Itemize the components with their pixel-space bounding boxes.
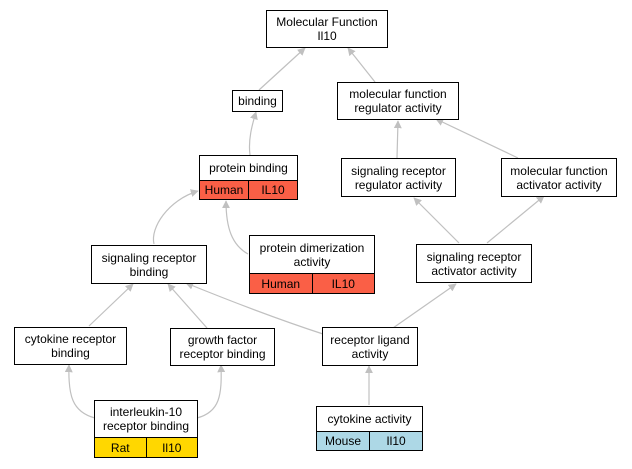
node-label-line1: signaling receptor bbox=[101, 250, 197, 265]
node-label-line2: binding bbox=[129, 264, 169, 279]
node-binding[interactable]: binding bbox=[232, 90, 283, 112]
node-label-line2: regulator activity bbox=[354, 101, 442, 115]
node-label-line1: binding bbox=[238, 94, 277, 108]
gene-cell: IL10 bbox=[311, 274, 375, 293]
node-protein-binding[interactable]: protein binding Human IL10 bbox=[199, 155, 298, 200]
gene-cell: Il10 bbox=[145, 438, 198, 457]
node-cytokine-activity[interactable]: cytokine activity Mouse Il10 bbox=[316, 406, 423, 451]
node-label-line1: Molecular Function bbox=[276, 15, 378, 29]
edge-crb-to-srb bbox=[88, 283, 134, 327]
node-receptor-ligand-activity[interactable]: receptor ligand activity bbox=[322, 327, 418, 366]
edge-srra-to-mfra bbox=[393, 120, 402, 159]
node-label-line2: activity bbox=[293, 254, 331, 269]
node-label-line1: molecular function bbox=[349, 87, 447, 101]
annotation-row: Rat Il10 bbox=[95, 437, 197, 457]
node-label-line1: cytokine receptor bbox=[24, 332, 117, 346]
edge-gfrb-to-srb bbox=[167, 283, 208, 329]
edge-srb-to-protein-binding bbox=[152, 189, 199, 245]
edge-il10rb-to-crb bbox=[64, 364, 96, 419]
node-label-line1: protein binding bbox=[209, 161, 288, 175]
species-cell: Human bbox=[261, 276, 301, 291]
edge-mfaa-to-mfra bbox=[435, 118, 519, 159]
node-label-line1: molecular function bbox=[510, 163, 608, 178]
edge-sraa-to-mfaa bbox=[486, 195, 545, 244]
node-label-line2: activator activity bbox=[516, 177, 602, 192]
node-label-line2: activity bbox=[351, 346, 389, 361]
node-label-line1: receptor ligand bbox=[330, 332, 410, 347]
edge-rla-to-sraa bbox=[392, 283, 457, 329]
gene-cell: Il10 bbox=[369, 432, 422, 450]
edge-binding-to-root bbox=[258, 47, 306, 91]
node-protein-dimerization-activity[interactable]: protein dimerization activity Human IL10 bbox=[249, 235, 375, 294]
node-label-line2: regulator activity bbox=[354, 177, 443, 192]
node-signaling-receptor-binding[interactable]: signaling receptor binding bbox=[91, 245, 207, 284]
edge-protein-binding-to-binding bbox=[248, 111, 258, 156]
node-label-line2: receptor binding bbox=[102, 419, 190, 433]
species-cell: Rat bbox=[110, 440, 130, 455]
node-label-line1: interleukin-10 bbox=[109, 405, 183, 419]
edge-sraa-to-srra bbox=[413, 197, 460, 244]
edge-rla-to-srb bbox=[185, 282, 324, 335]
node-mf-regulator-activity[interactable]: molecular function regulator activity bbox=[337, 82, 459, 120]
gene-cell: IL10 bbox=[248, 181, 297, 199]
node-cytokine-receptor-binding[interactable]: cytokine receptor binding bbox=[14, 327, 127, 365]
node-label-line1: signaling receptor bbox=[351, 163, 446, 178]
node-molecular-function-root[interactable]: Molecular Function Il10 bbox=[266, 10, 388, 48]
node-label-line2: activator activity bbox=[431, 263, 517, 278]
node-growth-factor-receptor-binding[interactable]: growth factor receptor binding bbox=[170, 328, 275, 366]
node-interleukin-10-receptor-binding[interactable]: interleukin-10 receptor binding Rat Il10 bbox=[94, 400, 198, 458]
annotation-row: Mouse Il10 bbox=[317, 431, 422, 450]
node-label-line2: Il10 bbox=[317, 29, 337, 43]
node-label-line1: cytokine activity bbox=[327, 412, 412, 426]
annotation-row: Human IL10 bbox=[200, 180, 297, 199]
node-label-line2: receptor binding bbox=[179, 347, 266, 361]
node-signaling-receptor-regulator-activity[interactable]: signaling receptor regulator activity bbox=[341, 158, 456, 197]
edge-il10rb-to-gfrb bbox=[196, 364, 226, 419]
species-cell: Mouse bbox=[324, 434, 362, 448]
edge-mfra-to-root bbox=[347, 47, 376, 83]
node-signaling-receptor-activator-activity[interactable]: signaling receptor activator activity bbox=[416, 244, 532, 283]
node-label-line2: binding bbox=[51, 346, 90, 360]
node-label-line1: signaling receptor bbox=[426, 249, 522, 264]
species-cell: Human bbox=[204, 183, 244, 197]
node-label-line1: protein dimerization bbox=[259, 240, 365, 255]
edge-dimer-to-protein-binding bbox=[222, 200, 249, 255]
node-mf-activator-activity[interactable]: molecular function activator activity bbox=[501, 158, 617, 197]
node-label-line1: growth factor bbox=[187, 333, 258, 347]
annotation-row: Human IL10 bbox=[250, 273, 374, 293]
